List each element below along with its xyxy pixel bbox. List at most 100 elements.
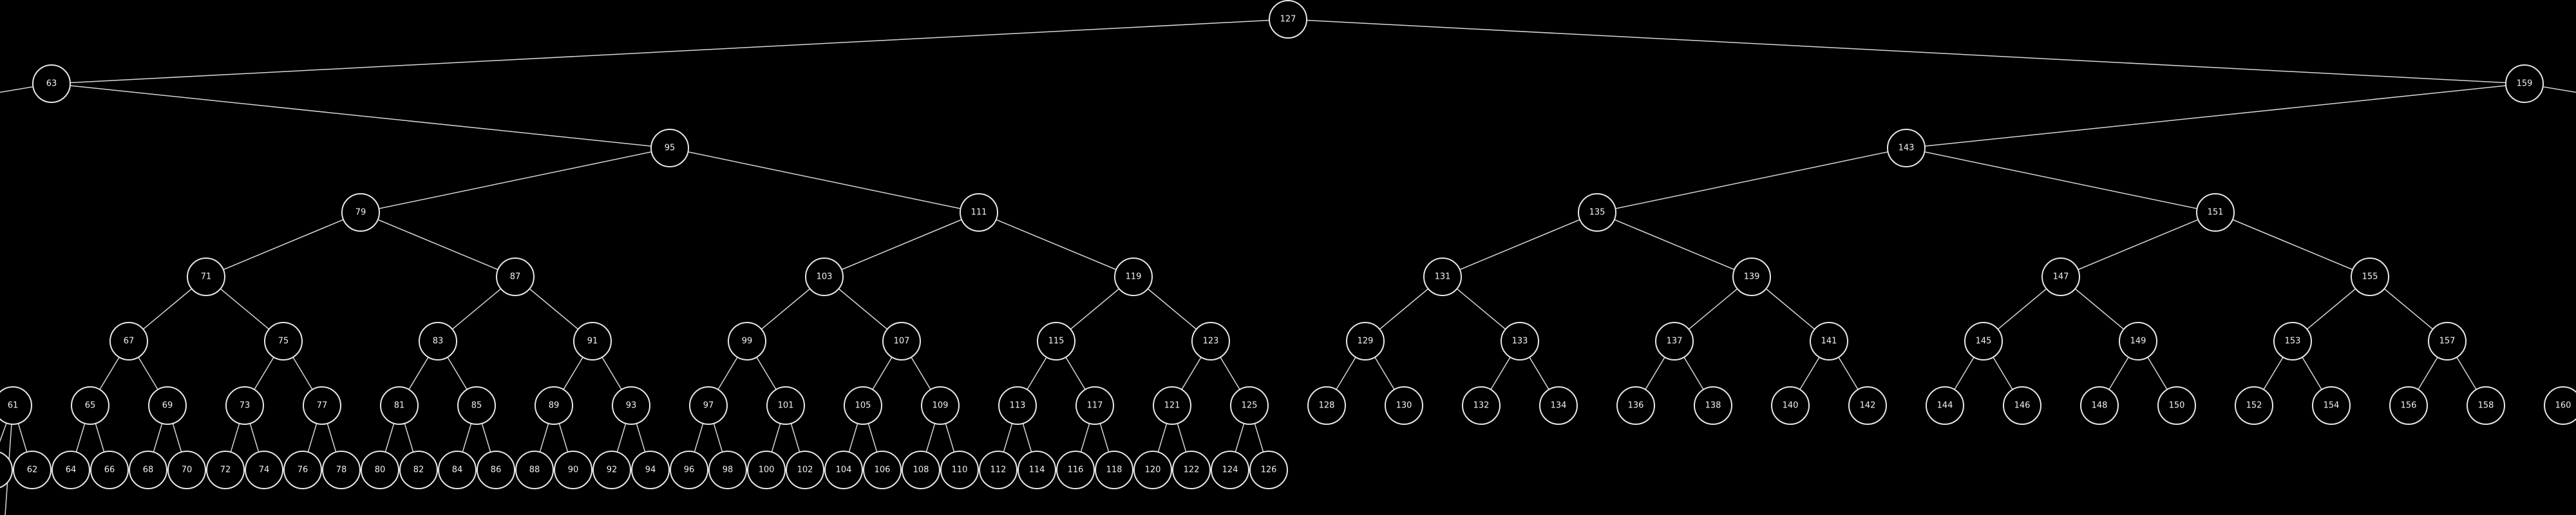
node-label: 99 (742, 337, 753, 346)
node-circle (2196, 193, 2235, 232)
tree-node-62: 62 (13, 451, 52, 489)
tree-node-124: 124 (1211, 451, 1249, 489)
node-label: 63 (46, 79, 57, 89)
tree-node-69: 69 (148, 386, 187, 425)
tree-node-87: 87 (496, 258, 535, 296)
edge-95-111 (669, 147, 980, 213)
tree-node-73: 73 (225, 386, 264, 425)
edge-127-159 (1287, 19, 2525, 84)
node-label: 129 (1358, 337, 1374, 346)
node-circle (573, 322, 612, 360)
node-label: 65 (85, 401, 96, 411)
node-label: 135 (1589, 208, 1605, 218)
node-label: 145 (1976, 337, 1992, 346)
node-circle (689, 386, 728, 425)
node-label: 85 (471, 401, 482, 411)
node-label: 78 (336, 465, 347, 475)
node-label: 113 (1010, 401, 1026, 411)
tree-node-160: 160 (2544, 386, 2576, 425)
node-circle (1732, 258, 1771, 296)
node-label: 133 (1512, 337, 1528, 346)
edge-63-95 (51, 83, 670, 149)
tree-node-81: 81 (380, 386, 419, 425)
node-label: 67 (124, 337, 135, 346)
tree-node-67: 67 (109, 322, 148, 360)
tree-node-158: 158 (2467, 386, 2505, 425)
node-circle (2312, 386, 2351, 425)
tree-node-111: 111 (960, 193, 998, 232)
tree-node-142: 142 (1848, 386, 1887, 425)
node-label: 82 (413, 465, 424, 475)
edge-143-151 (1906, 147, 2216, 213)
node-circle (419, 322, 457, 360)
tree-node-96: 96 (670, 451, 708, 489)
node-circle (1771, 386, 1810, 425)
tree-node-120: 120 (1133, 451, 1172, 489)
node-circle (2273, 322, 2312, 360)
node-circle (631, 451, 670, 489)
tree-node-126: 126 (1249, 451, 1288, 489)
node-circle (670, 451, 708, 489)
node-circle (1810, 322, 1848, 360)
edge-127-63 (51, 19, 1289, 84)
node-circle (805, 258, 844, 296)
tree-node-106: 106 (863, 451, 902, 489)
node-label: 120 (1145, 465, 1161, 475)
tree-node-95: 95 (650, 129, 689, 167)
node-label: 95 (665, 144, 676, 153)
node-label: 105 (855, 401, 871, 411)
edge-111-103 (824, 212, 980, 277)
node-label: 144 (1937, 401, 1953, 411)
node-circle (2235, 386, 2273, 425)
tree-node-91: 91 (573, 322, 612, 360)
tree-node-72: 72 (206, 451, 245, 489)
node-label: 127 (1280, 15, 1296, 24)
node-label: 108 (913, 465, 929, 475)
node-label: 155 (2362, 272, 2378, 282)
node-circle (1423, 258, 1462, 296)
node-label: 136 (1628, 401, 1644, 411)
node-label: 154 (2324, 401, 2340, 411)
node-label: 69 (162, 401, 173, 411)
tree-node-131: 131 (1423, 258, 1462, 296)
node-label: 71 (201, 272, 212, 282)
edge-111-119 (978, 212, 1134, 277)
tree-node-125: 125 (1230, 386, 1269, 425)
tree-node-88: 88 (515, 451, 554, 489)
tree-node-117: 117 (1075, 386, 1114, 425)
tree-node-115: 115 (1037, 322, 1075, 360)
node-circle (129, 451, 167, 489)
node-circle (1153, 386, 1191, 425)
node-circle (303, 386, 341, 425)
node-label: 132 (1473, 401, 1490, 411)
node-circle (515, 451, 554, 489)
node-circle (766, 386, 805, 425)
tree-node-89: 89 (535, 386, 573, 425)
node-label: 98 (723, 465, 734, 475)
node-circle (245, 451, 283, 489)
node-circle (1655, 322, 1694, 360)
node-label: 102 (797, 465, 813, 475)
tree-node-134: 134 (1539, 386, 1578, 425)
node-label: 158 (2478, 401, 2494, 411)
node-circle (882, 322, 921, 360)
node-label: 115 (1048, 337, 1065, 346)
node-circle (52, 451, 90, 489)
node-circle (1926, 386, 1964, 425)
node-label: 72 (220, 465, 231, 475)
node-circle (592, 451, 631, 489)
node-label: 81 (394, 401, 405, 411)
node-label: 118 (1106, 465, 1122, 475)
tree-node-94: 94 (631, 451, 670, 489)
node-circle (1346, 322, 1385, 360)
node-circle (786, 451, 824, 489)
node-circle (148, 386, 187, 425)
edge-151-147 (2060, 212, 2216, 277)
node-circle (496, 258, 535, 296)
tree-node-79: 79 (341, 193, 380, 232)
node-circle (2080, 386, 2119, 425)
tree-node-118: 118 (1095, 451, 1133, 489)
edge-79-71 (205, 212, 361, 277)
